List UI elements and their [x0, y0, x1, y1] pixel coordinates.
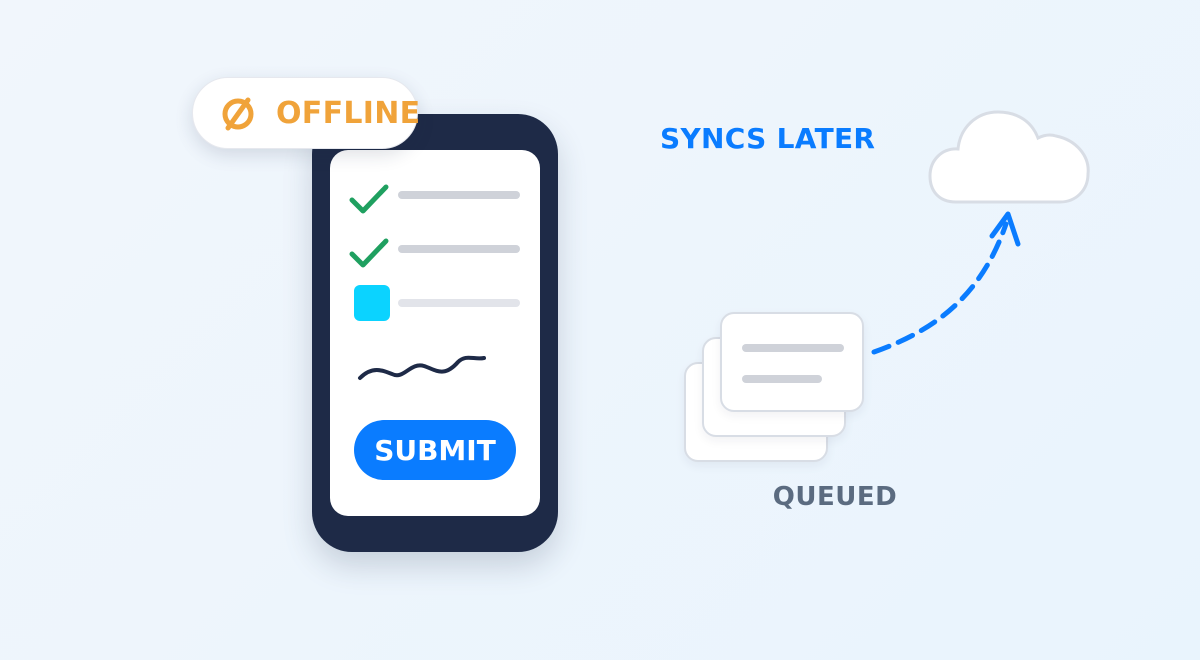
checkbox-icon[interactable]	[354, 285, 390, 321]
checklist-line	[398, 191, 520, 199]
checklist-line	[398, 245, 520, 253]
queued-card	[720, 312, 864, 412]
offline-label: OFFLINE	[276, 96, 421, 131]
checkmark-icon	[349, 184, 389, 214]
checklist-line	[398, 299, 520, 307]
no-connection-icon	[222, 97, 254, 131]
syncs-later-label: SYNCS LATER	[660, 122, 876, 155]
card-line	[742, 344, 844, 352]
offline-status-badge	[192, 77, 418, 149]
card-line	[742, 375, 822, 383]
sync-arrow	[871, 211, 1021, 355]
checkmark-icon	[349, 238, 389, 268]
queued-label: QUEUED	[772, 482, 898, 512]
cloud-icon	[928, 110, 1090, 204]
signature-icon	[358, 355, 486, 380]
submit-button[interactable]: SUBMIT	[354, 420, 516, 480]
